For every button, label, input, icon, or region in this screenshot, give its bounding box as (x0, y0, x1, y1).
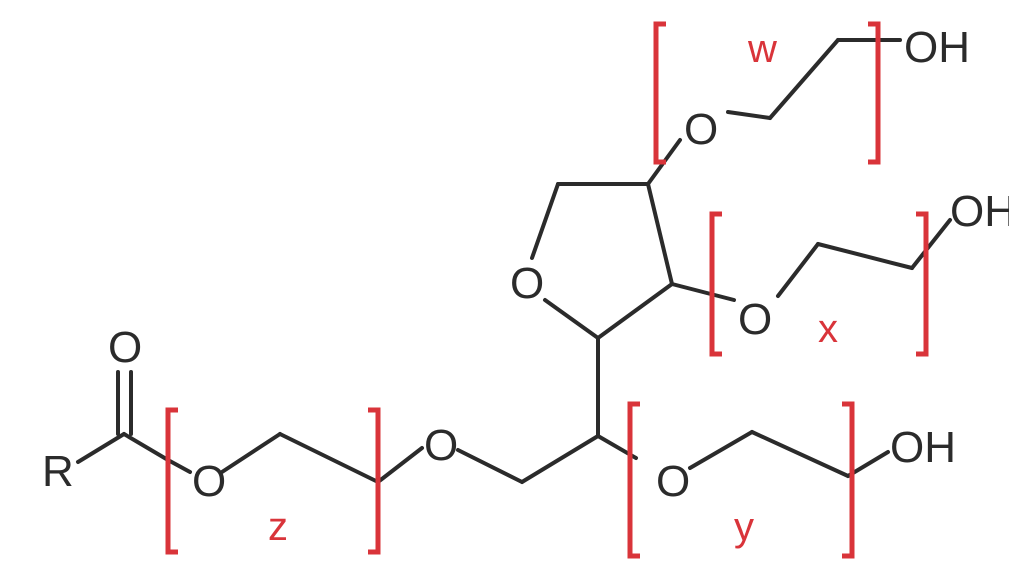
atom-labels: R O O O O O O O OH OH OH (42, 23, 1009, 506)
bracket-z-close (368, 407, 381, 555)
atom-ether-oxygen-y: O (656, 457, 690, 506)
bond-r-carbonyl (76, 432, 126, 464)
atom-hydroxyl-w: OH (904, 23, 970, 72)
ring-bond-c2-c1 (596, 282, 674, 340)
atom-ether-oxygen-z: O (192, 457, 226, 506)
atom-r-group: R (42, 447, 74, 496)
bracket-w-open (653, 21, 666, 165)
bond-y-mid (750, 430, 850, 478)
bond-carbonyl-to-chain (122, 432, 170, 462)
bond-z-mid (278, 432, 380, 484)
bond-x-o-up (776, 242, 820, 298)
bracket-y-open (627, 401, 640, 559)
brackets (165, 21, 929, 559)
bracket-y-close (842, 401, 855, 559)
atom-ether-oxygen-w: O (684, 105, 718, 154)
atom-ether-oxygen-x: O (738, 295, 772, 344)
bracket-x-open (709, 211, 722, 357)
bond-x-to-oh (910, 218, 952, 270)
ring-bond-o-c4 (530, 182, 560, 260)
bonds (76, 38, 952, 484)
bracket-x-close (916, 211, 929, 357)
bond-z-o-up (220, 432, 282, 474)
bond-ring-to-x (670, 282, 736, 302)
bond-z-to-bridge-o (376, 446, 424, 484)
index-y: y (734, 505, 754, 549)
atom-hydroxyl-x: OH (950, 187, 1009, 236)
ring-bond-c3-c2 (646, 182, 674, 286)
bond-w-mid (768, 38, 840, 120)
bond-x-mid (816, 242, 914, 270)
atom-carbonyl-oxygen: O (108, 323, 142, 372)
index-x: x (818, 307, 838, 351)
bond-w-o-up (726, 110, 772, 120)
bond-y-to-oh (846, 450, 890, 478)
atom-ring-oxygen: O (510, 259, 544, 308)
bracket-z-open (165, 407, 178, 555)
bracket-w-close (868, 21, 881, 165)
bond-z-left (166, 458, 192, 474)
bond-to-central-c (520, 434, 600, 484)
bond-bridge-o-down (456, 448, 524, 484)
atom-hydroxyl-y: OH (890, 423, 956, 472)
bond-y-o-up (688, 430, 754, 470)
ring-bond-c1-o (543, 298, 600, 340)
atom-bridge-oxygen: O (424, 421, 458, 470)
index-w: w (747, 27, 777, 71)
index-z: z (268, 505, 288, 549)
repeat-indices: w x y z (268, 27, 838, 549)
